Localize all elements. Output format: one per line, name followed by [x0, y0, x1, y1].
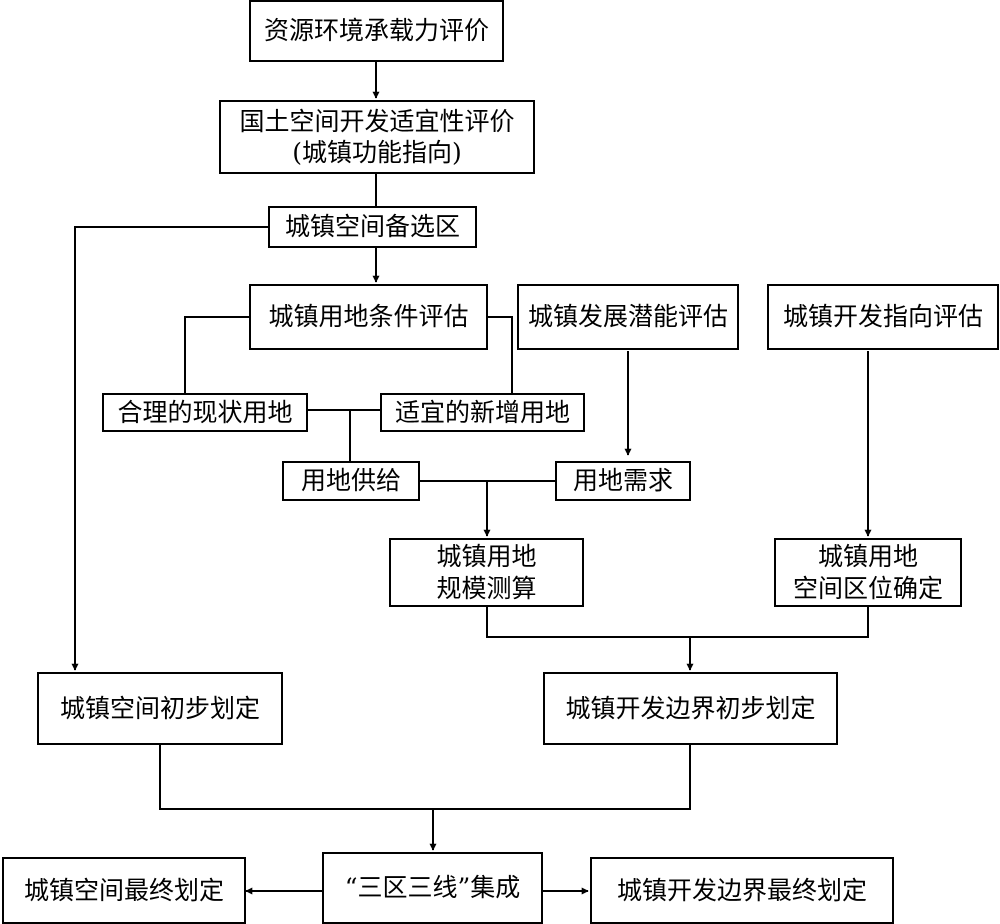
node-suitable-new-land: 适宜的新增用地	[380, 393, 585, 432]
node-three-zones-three-lines-integration: “三区三线”集成	[322, 852, 543, 924]
node-land-scale-estimation: 城镇用地 规模测算	[389, 538, 584, 607]
node-resource-capacity-evaluation: 资源环境承载力评价	[249, 0, 504, 62]
line-n4-n7	[184, 316, 249, 393]
node-development-boundary-final: 城镇开发边界最终划定	[590, 857, 894, 924]
arrow-n3-n13	[71, 226, 268, 671]
node-development-orientation-assessment: 城镇开发指向评估	[767, 284, 999, 350]
node-reasonable-existing-land: 合理的现状用地	[102, 393, 308, 432]
node-suitability-evaluation: 国土空间开发适宜性评价 (城镇功能指向)	[219, 100, 535, 174]
node-land-supply: 用地供给	[282, 461, 420, 501]
line-n11-n14	[486, 607, 869, 638]
line-n13-n14-n16	[159, 745, 691, 810]
node-land-demand: 用地需求	[555, 461, 691, 501]
node-urban-space-preliminary: 城镇空间初步划定	[37, 672, 283, 745]
node-land-location-determination: 城镇用地 空间区位确定	[774, 538, 962, 607]
node-land-condition-assessment: 城镇用地条件评估	[249, 284, 488, 350]
node-development-boundary-preliminary: 城镇开发边界初步划定	[543, 672, 838, 745]
node-development-potential-assessment: 城镇发展潜能评估	[517, 284, 739, 350]
node-urban-space-candidate-area: 城镇空间备选区	[268, 206, 477, 248]
node-urban-space-final: 城镇空间最终划定	[2, 857, 246, 924]
line-n4-n8	[488, 316, 513, 393]
